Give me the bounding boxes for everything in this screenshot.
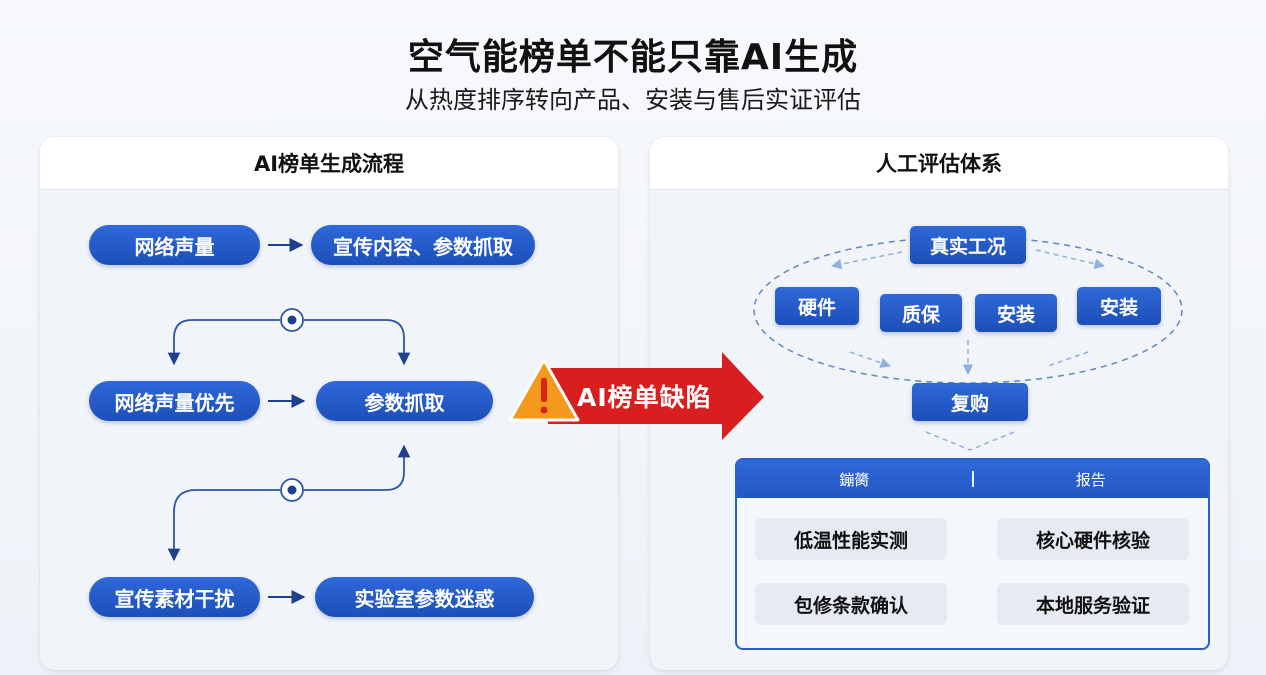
box-warranty: 质保 (880, 294, 962, 332)
pill-lab-param-confusion: 实验室参数迷惑 (315, 577, 534, 617)
report-header-right: 报告 (1075, 470, 1106, 489)
pill-param-crawl: 参数抓取 (316, 381, 493, 421)
box-installation-a: 安装 (975, 294, 1057, 332)
box-repurchase: 复购 (912, 383, 1028, 421)
chip-warranty-terms: 包修条款确认 (755, 583, 947, 625)
box-real-conditions: 真实工况 (910, 226, 1026, 264)
box-installation-b: 安装 (1077, 287, 1161, 325)
pill-network-volume-first: 网络声量优先 (89, 381, 260, 421)
chip-local-service: 本地服务验证 (997, 583, 1189, 625)
box-hardware: 硬件 (775, 287, 859, 325)
report-header-divider (971, 471, 974, 487)
ai-process-header: AI榜单生成流程 (40, 137, 618, 190)
defect-banner-label: AI榜单缺陷 (577, 383, 712, 412)
page-subtitle: 从热度排序转向产品、安装与售后实证评估 (405, 86, 861, 114)
chip-low-temp-test: 低温性能实测 (755, 518, 947, 560)
report-header: 鏰膐 报告 (737, 460, 1208, 498)
manual-eval-header: 人工评估体系 (650, 137, 1228, 190)
chip-core-hardware-check: 核心硬件核验 (997, 518, 1189, 560)
pill-promo-interference: 宣传素材干扰 (89, 577, 260, 617)
report-header-left: 鏰膐 (839, 470, 870, 489)
pill-promo-param-crawl: 宣传内容、参数抓取 (311, 225, 535, 265)
page-title: 空气能榜单不能只靠AI生成 (407, 37, 859, 78)
pill-network-volume: 网络声量 (89, 225, 260, 265)
